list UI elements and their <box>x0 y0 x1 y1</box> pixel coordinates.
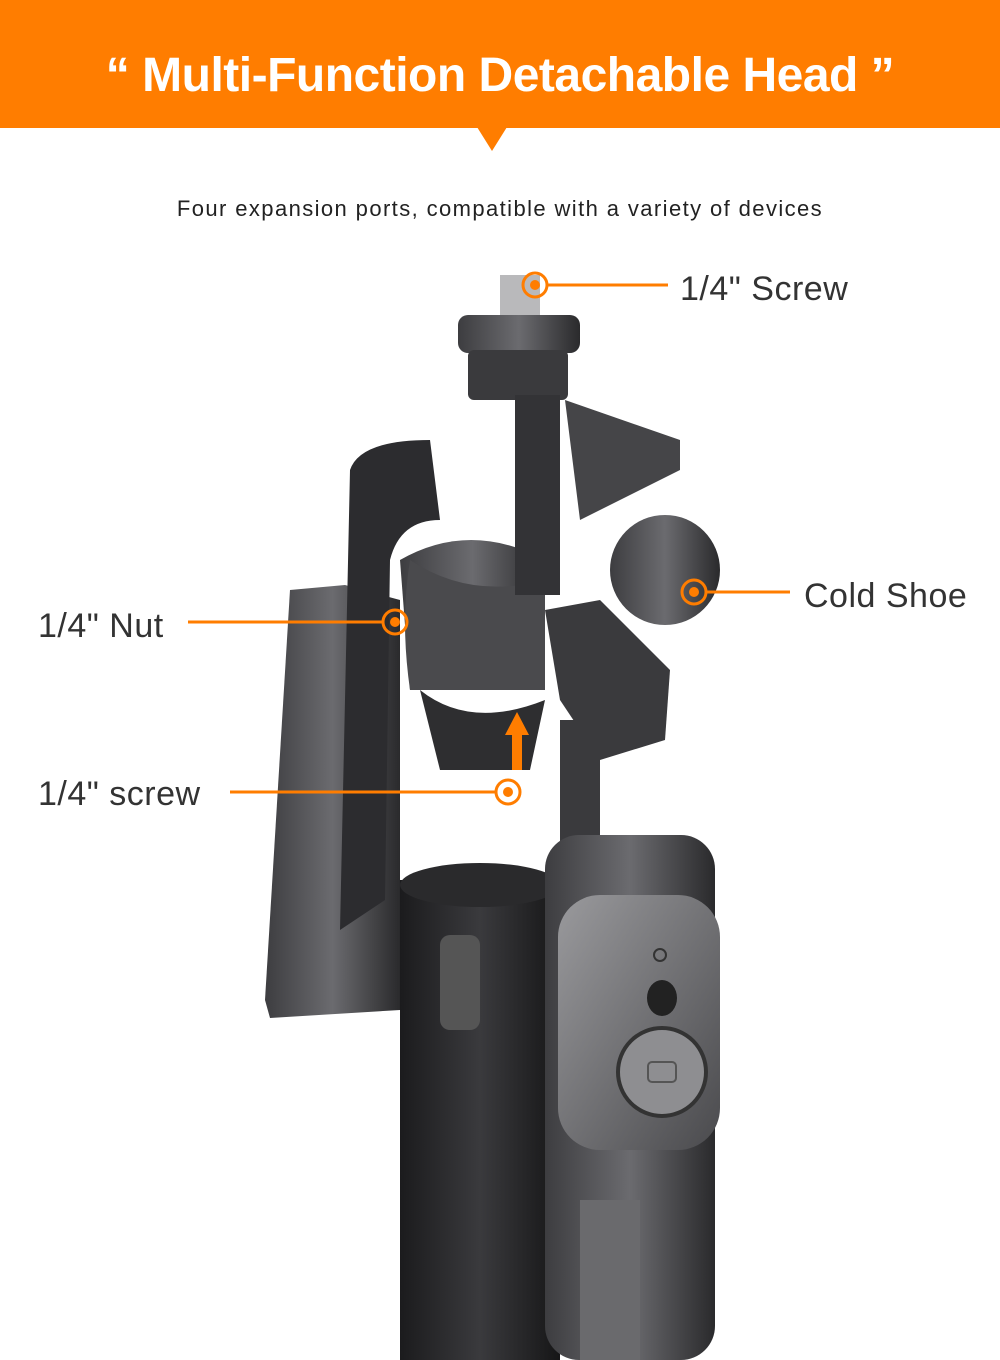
camera-icon <box>647 1061 677 1083</box>
clamp-arm <box>340 440 440 930</box>
marker-dot <box>503 787 513 797</box>
power-icon <box>653 948 667 962</box>
callout-cold-shoe: Cold Shoe <box>804 577 968 615</box>
header-banner <box>0 0 1000 128</box>
callout-nut: 1/4" Nut <box>38 607 164 645</box>
marker-dot <box>390 617 400 627</box>
banner-pointer <box>477 127 507 151</box>
power-switch <box>647 980 677 1016</box>
page-title: “ Multi-Function Detachable Head ” <box>105 49 895 102</box>
marker-dot <box>530 280 540 290</box>
subtitle: Four expansion ports, compatible with a … <box>176 196 824 221</box>
callout-bottom-screw: 1/4" screw <box>38 775 201 813</box>
arrow-up-icon <box>505 712 529 770</box>
cold-shoe-mount <box>610 515 720 625</box>
shutter-button <box>616 1026 708 1118</box>
marker-dot <box>689 587 699 597</box>
callout-top-screw: 1/4" Screw <box>680 270 849 308</box>
